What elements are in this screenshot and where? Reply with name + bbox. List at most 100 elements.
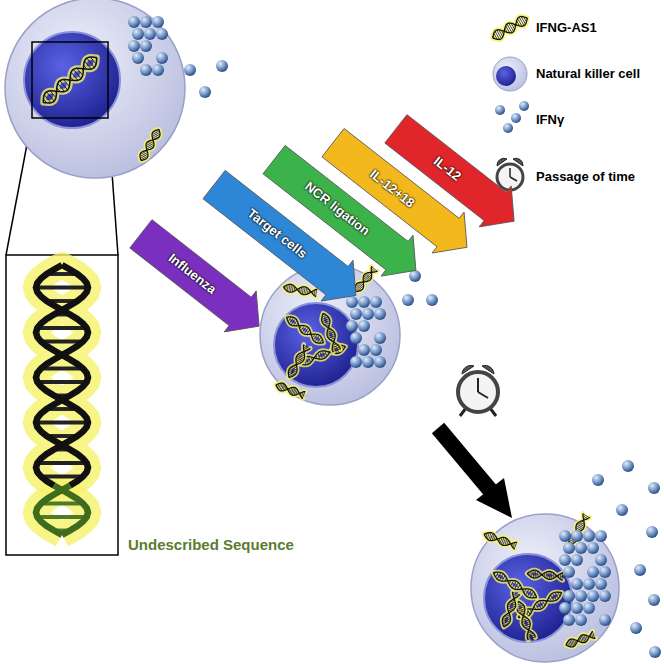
stimulus-arrow: Influenza xyxy=(130,220,270,341)
stroke xyxy=(513,592,520,594)
ifn-gamma-dot xyxy=(575,590,587,602)
ifn-gamma-dot xyxy=(132,52,144,64)
stroke xyxy=(483,530,518,549)
stroke xyxy=(36,265,88,486)
ifn-gamma-dot xyxy=(571,554,583,566)
ifn-gamma-dot xyxy=(592,474,604,486)
stroke xyxy=(319,312,340,352)
ifn-gamma-dot xyxy=(571,578,583,590)
stroke xyxy=(551,572,553,579)
stroke xyxy=(372,267,378,272)
stroke xyxy=(527,569,564,580)
stroke xyxy=(352,266,377,294)
ifn-gamma-dot xyxy=(358,320,370,332)
stroke xyxy=(87,58,95,67)
ifn-gamma-dot xyxy=(350,332,362,344)
stroke xyxy=(583,514,589,518)
stroke xyxy=(138,127,163,162)
stroke xyxy=(39,53,100,107)
ifn-gamma-dot xyxy=(152,16,164,28)
stroke xyxy=(47,92,55,101)
ifn-gamma-dot xyxy=(634,564,646,576)
ifn-gamma-dot xyxy=(587,590,599,602)
rna-strand xyxy=(483,530,518,549)
stroke xyxy=(547,571,549,579)
ifn-gamma-dot xyxy=(402,294,414,306)
rna-strand xyxy=(565,631,596,649)
ifn-gamma-dot xyxy=(559,602,571,614)
stroke xyxy=(286,344,311,379)
stroke xyxy=(562,573,564,580)
ifn-gamma-dot xyxy=(519,101,529,111)
arrow-body xyxy=(125,213,275,346)
stroke xyxy=(36,265,88,486)
stroke xyxy=(283,283,318,297)
ifn-gamma-dot xyxy=(374,332,386,344)
stroke xyxy=(37,380,86,384)
stroke xyxy=(565,631,596,649)
stroke xyxy=(576,526,583,530)
stroke xyxy=(322,351,325,358)
ifn-gamma-dot xyxy=(587,566,599,578)
ifn-gamma-dot xyxy=(563,614,575,626)
stroke xyxy=(542,600,545,605)
stroke xyxy=(138,127,163,162)
stroke xyxy=(296,357,303,361)
ifng-as1-strands xyxy=(36,14,595,649)
stroke xyxy=(36,265,88,486)
stroke xyxy=(289,284,290,292)
stroke xyxy=(490,14,530,43)
ifn-gamma-dot xyxy=(132,28,144,40)
ifn-gamma-dot xyxy=(495,105,505,115)
ifn-gamma-dot xyxy=(128,16,140,28)
stroke xyxy=(37,326,86,330)
ifn-gamma-dot xyxy=(140,16,152,28)
ifn-gamma-dot xyxy=(563,590,575,602)
stroke xyxy=(514,542,516,549)
stroke xyxy=(490,14,530,43)
stroke xyxy=(502,576,505,582)
legend-text: Passage of time xyxy=(536,169,635,184)
ifn-gamma-dot xyxy=(649,646,661,658)
ifn-gamma-dot xyxy=(374,308,386,320)
stroke xyxy=(528,637,535,640)
stroke xyxy=(36,421,88,425)
ifn-gamma-dot xyxy=(559,530,571,542)
legend-text: IFNG-AS1 xyxy=(536,20,597,35)
stroke xyxy=(535,570,537,578)
stroke xyxy=(510,581,513,587)
stroke xyxy=(490,14,530,43)
legend-cell-icon xyxy=(493,57,527,91)
ifn-gamma-dot xyxy=(563,566,575,578)
stroke xyxy=(290,285,291,293)
stroke xyxy=(298,354,304,358)
stroke xyxy=(304,287,305,295)
stroke xyxy=(523,624,530,626)
stroke xyxy=(496,572,499,577)
ifn-gamma-dot xyxy=(426,294,438,306)
stroke xyxy=(566,513,590,546)
stroke xyxy=(315,335,320,342)
rna-strand xyxy=(527,569,564,580)
ifn-gamma-dot xyxy=(575,614,587,626)
stroke xyxy=(533,570,535,578)
ifn-gamma-dot xyxy=(583,578,595,590)
stroke xyxy=(283,283,318,297)
stroke xyxy=(483,530,518,549)
ifn-gamma-dot xyxy=(362,308,374,320)
rna-strand xyxy=(283,283,318,297)
ifn-gamma-dot xyxy=(587,542,599,554)
ifn-gamma-dot xyxy=(616,504,628,516)
ifn-gamma-dot xyxy=(374,356,386,368)
ifn-gamma-dot xyxy=(595,554,607,566)
ifn-gamma-dot xyxy=(599,590,611,602)
ifn-gamma-dot xyxy=(511,113,521,123)
rna-strand xyxy=(286,344,311,379)
stroke xyxy=(363,277,368,281)
stroke xyxy=(306,288,307,295)
ifn-gamma-dot xyxy=(346,296,358,308)
ifn-gamma-dots xyxy=(128,16,661,658)
stroke xyxy=(497,30,502,39)
stroke xyxy=(500,592,520,629)
ifn-gamma-dot xyxy=(362,356,374,368)
